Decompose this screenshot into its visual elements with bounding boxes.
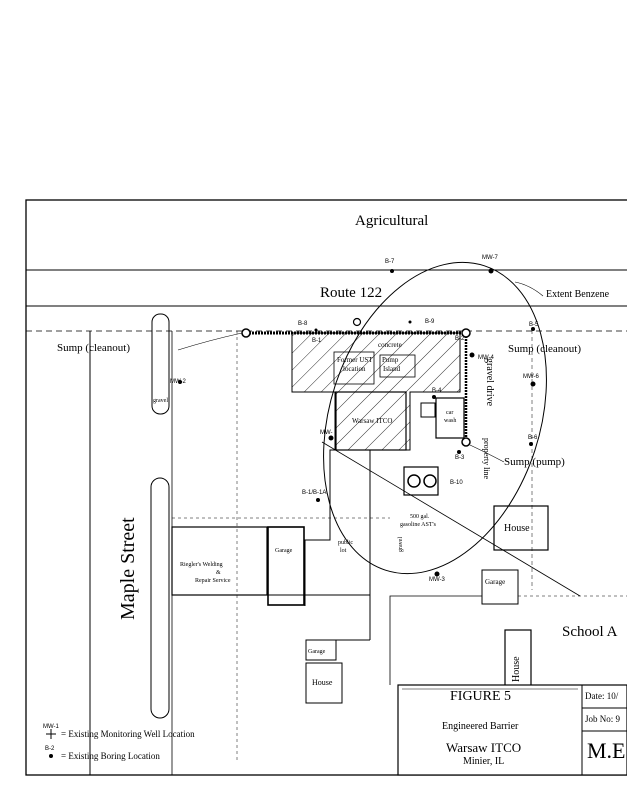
benzene-extent-ellipse [323, 261, 547, 575]
legend-b-text: = Existing Boring Location [61, 751, 160, 761]
pump-island [379, 354, 416, 378]
figure-subtitle: Engineered Barrier [442, 721, 519, 732]
warsaw-building-label: Warsaw ITCO [352, 417, 393, 425]
property-line-label: property line [482, 438, 491, 480]
welding-label-3: Repair Service [195, 578, 231, 584]
sample-points [178, 268, 536, 577]
public-lot-label-2: lot [340, 548, 347, 554]
point-b9-label: B-9 [425, 319, 435, 325]
sump-cleanout-right-label: Sump (cleanout) [508, 343, 582, 355]
extent-benzene-label: Extent Benzene [546, 289, 610, 300]
gravel-left-label: gravel [153, 398, 168, 404]
cross-section-line [321, 441, 581, 597]
building-west-wall [304, 449, 336, 606]
car-wash-inner [420, 402, 436, 418]
date-label: Date: 10/ [585, 691, 619, 701]
warsaw-building [335, 391, 407, 451]
point-b10-label: B-10 [450, 480, 463, 486]
ast-tank-1 [407, 474, 421, 488]
house-1 [493, 505, 549, 551]
car-wash-label: car [446, 410, 454, 416]
point-mw5-label: MW- [320, 430, 333, 436]
welding-label-2: & [216, 570, 221, 576]
point-mw7-label: MW-7 [482, 255, 498, 261]
garage-1 [267, 526, 305, 606]
former-ust-label-2: location [343, 365, 366, 373]
ast-tank-2 [423, 474, 437, 488]
house-2-label: House [511, 656, 522, 682]
garage-3-label: Garage [485, 578, 506, 586]
agricultural-label: Agricultural [355, 213, 429, 229]
point-b6-label: B-6 [528, 435, 538, 441]
former-ust-label: Former UST [337, 356, 373, 364]
pump-island-label: Pump [382, 356, 399, 364]
map-frame [25, 199, 627, 776]
sump-circle-pump [461, 437, 471, 447]
former-ust [333, 351, 375, 385]
ast-label-2: gasoline AST's [400, 522, 436, 528]
pump-island-label-2: Island [383, 365, 401, 373]
point-b1mb1-label: B-1/B-1A [302, 490, 327, 496]
sump-circle-right [461, 328, 471, 338]
point-b3-label: B-3 [455, 455, 465, 461]
gravel-drive-label: gravel drive [484, 358, 495, 407]
point-mw2-label: MW-2 [170, 379, 186, 385]
point-b2-label: B-2 [455, 336, 465, 342]
welding-label: Riegler's Welding [180, 562, 223, 568]
leader-benzene [514, 281, 544, 297]
sump-circle-mid [352, 317, 362, 327]
point-b5-label: B-5 [529, 322, 539, 328]
garage-1-label: Garage [275, 548, 293, 554]
car-wash [435, 397, 465, 439]
garage-2-label: Garage [308, 649, 326, 655]
route-label: Route 122 [320, 285, 383, 301]
sump-cleanout-left-label: Sump (cleanout) [57, 342, 131, 354]
ast-label: 500 gal. [410, 514, 430, 520]
gravel-lot-label: gravel [398, 537, 404, 552]
figure-number: FIGURE 5 [450, 689, 512, 704]
point-mw6-label: MW-6 [523, 374, 539, 380]
point-b1-label: B-1 [312, 338, 322, 344]
house-3-label: House [312, 678, 333, 687]
culvert-south [150, 477, 170, 719]
garage-3 [481, 569, 519, 605]
house-1-label: House [504, 523, 530, 534]
point-mw3-label: MW-3 [429, 577, 445, 583]
concrete-label: concrete [378, 341, 402, 349]
legend-mw-code: MW-1 [43, 724, 59, 730]
point-mw4-label: MW-4 [478, 355, 494, 361]
point-b7-label: B-7 [385, 259, 395, 265]
school-label: School A [562, 624, 618, 640]
point-b8-label: B-8 [298, 321, 308, 327]
leader-sump-pump [469, 444, 505, 463]
leader-sump-left [177, 332, 243, 351]
job-label: Job No: 9 [585, 714, 621, 724]
legend-mw-symbol [46, 729, 56, 739]
figure-city: Minier, IL [463, 756, 505, 767]
legend-b-code: B-2 [45, 746, 55, 752]
public-lot-label: public [338, 540, 353, 546]
title-block [397, 684, 627, 776]
firm-logo: M.E [587, 738, 626, 763]
school-boundary [389, 595, 482, 685]
sump-pump-label: Sump (pump) [504, 456, 565, 468]
car-wash-label-2: wash [444, 418, 457, 424]
legend-b-symbol [49, 754, 53, 758]
culvert-north [151, 313, 170, 415]
house-3 [305, 662, 343, 704]
figure-site: Warsaw ITCO [446, 740, 522, 755]
maple-street-label: Maple Street [117, 517, 139, 620]
legend-mw-text: = Existing Monitoring Well Location [61, 729, 195, 739]
sump-circle-left [241, 328, 251, 338]
ast-enclosure [403, 466, 439, 496]
welding-building [171, 526, 268, 596]
point-b4-label: B-4 [432, 388, 442, 394]
